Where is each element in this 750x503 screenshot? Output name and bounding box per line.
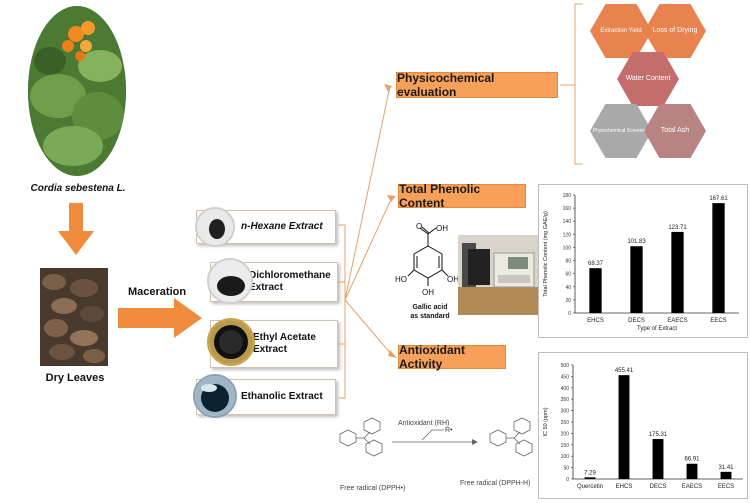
- y-axis-label: IC 50 (ppm): [543, 407, 549, 436]
- y-tick-label: 20: [565, 298, 571, 304]
- y-tick-label: 500: [561, 363, 570, 369]
- y-tick-label: 100: [561, 454, 570, 460]
- maceration-arrow-icon: [118, 298, 202, 338]
- gallic-oh-right: OH: [447, 275, 459, 284]
- data-label: 31.41: [718, 465, 734, 471]
- gallic-oh-bottom: OH: [422, 288, 434, 297]
- bar: [589, 268, 602, 313]
- x-tick-label: EAECS: [667, 318, 687, 324]
- gallic-caption-1: Gallic acid: [412, 304, 448, 311]
- bar: [652, 439, 664, 479]
- y-tick-label: 400: [561, 386, 570, 392]
- extract-label-dichloromethane: Dichloromethane Extract: [249, 270, 331, 293]
- antioxidant-activity-box: Antioxidant Activity: [398, 343, 506, 371]
- data-label: 68.37: [588, 261, 604, 267]
- x-tick-label: EAECS: [682, 484, 702, 490]
- maceration-label: Maceration: [128, 286, 187, 298]
- x-tick-label: EHCS: [587, 318, 604, 324]
- physicochemical-evaluation-box: Physicochemical evaluation: [396, 71, 558, 99]
- extract-label-hexane: n-Hexane Extract: [241, 221, 323, 232]
- ethyl-acetate-extract-image: [207, 318, 255, 366]
- bar: [584, 477, 596, 479]
- x-axis-label: Type of Extract: [637, 326, 677, 332]
- plant-photo: [28, 6, 126, 176]
- y-tick-label: 50: [563, 466, 569, 472]
- x-tick-label: DECS: [650, 484, 667, 490]
- gallic-o: O: [416, 222, 423, 231]
- bar: [712, 203, 725, 313]
- y-tick-label: 150: [561, 443, 570, 449]
- ethanolic-extract-image: [193, 374, 237, 418]
- x-tick-label: DECS: [628, 318, 645, 324]
- data-label: 175.31: [649, 432, 668, 438]
- y-tick-label: 450: [561, 374, 570, 380]
- data-label: 66.91: [684, 457, 700, 463]
- dpph-reaction: [339, 417, 533, 457]
- data-label: 123.71: [668, 225, 687, 231]
- ic50-chart: 0 50 100 150 200 250 300 350 400 450 500 7.29Querce…: [543, 363, 743, 490]
- x-tick-label: EHCS: [616, 484, 633, 490]
- bar: [671, 231, 684, 313]
- dry-leaves-photo: [40, 268, 108, 366]
- dichloromethane-extract-image: [207, 258, 253, 304]
- bar: [686, 463, 698, 479]
- plant-name: Cordia sebestena L.: [30, 183, 126, 194]
- gallic-caption-2: as standard: [410, 313, 450, 320]
- reaction-label-right: Free radical (DPPH-H): [460, 480, 531, 487]
- x-tick-label: EECS: [718, 484, 734, 490]
- y-tick-label: 200: [561, 431, 570, 437]
- extract-label-ethanolic: Ethanolic Extract: [241, 391, 323, 402]
- spectrophotometer-photo: [458, 235, 538, 315]
- y-tick-label: 250: [561, 420, 570, 426]
- down-arrow-icon: [58, 203, 94, 255]
- extract-label-ethyl-acetate: Ethyl Acetate Extract: [253, 332, 316, 355]
- reaction-label-left: Free radical (DPPH•): [340, 485, 406, 492]
- y-tick-label: 350: [561, 397, 570, 403]
- y-tick-label: 120: [563, 232, 572, 238]
- data-label: 101.83: [627, 239, 646, 245]
- y-tick-label: 80: [565, 259, 571, 265]
- dry-leaves-label: Dry Leaves: [45, 372, 105, 384]
- gallic-oh-top: OH: [436, 224, 448, 233]
- bar: [630, 246, 643, 313]
- data-label: 455.41: [615, 368, 634, 374]
- y-axis-label: Total Phenolic Content (mg GAE/g): [543, 211, 549, 297]
- y-tick-label: 40: [565, 285, 571, 291]
- bar: [618, 375, 630, 479]
- reaction-product: R•: [445, 427, 453, 434]
- y-tick-label: 0: [566, 477, 569, 483]
- y-tick-label: 160: [563, 206, 572, 212]
- x-tick-label: Quercetin: [577, 484, 603, 490]
- bar: [720, 471, 732, 479]
- x-tick-label: EECS: [710, 318, 726, 324]
- hexane-extract-image: [195, 207, 235, 247]
- y-tick-label: 140: [563, 219, 572, 225]
- gallic-ho-left: HO: [395, 275, 407, 284]
- reaction-reagent: Antioxidant (RH): [398, 420, 450, 427]
- y-tick-label: 0: [568, 311, 571, 317]
- y-tick-label: 180: [563, 193, 572, 199]
- total-phenolic-content-box: Total Phenolic Content: [398, 182, 526, 210]
- data-label: 7.29: [584, 470, 596, 476]
- y-tick-label: 100: [563, 245, 572, 251]
- gallic-acid-structure: [407, 226, 449, 286]
- data-label: 167.61: [709, 196, 728, 202]
- y-tick-label: 300: [561, 409, 570, 415]
- y-tick-label: 60: [565, 272, 571, 278]
